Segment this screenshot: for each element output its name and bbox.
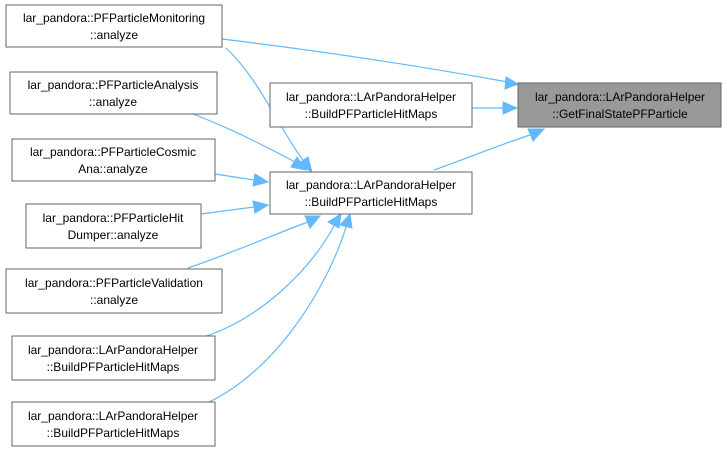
node-label-line-1: lar_pandora::PFParticleHit [43,211,184,225]
node-label-line-2: Ana::analyze [78,162,148,176]
node-label-line-1: lar_pandora::PFParticleCosmic [30,145,196,159]
node-label-line-2: ::analyze [89,95,137,109]
node-box [9,71,218,115]
node-label-line-2: ::BuildPFParticleHitMaps [305,195,438,209]
node-label-line-2: ::analyze [90,28,138,42]
arrowhead-build-l2-to-build-mid [339,212,353,229]
arrowhead-monitoring-to-getfinal [504,76,520,90]
node-label-line-2: ::BuildPFParticleHitMaps [305,107,438,121]
edges [187,38,546,405]
node-label-line-1: lar_pandora::LArPandoraHelper [535,90,705,104]
edge-build-l2-to-build-mid [204,226,347,405]
arrowhead-hitdumper-to-build-mid [252,200,270,214]
arrowhead-validation-to-build-mid [304,215,322,229]
node-label-line-2: ::GetFinalStatePFParticle [552,107,688,121]
node-box [5,268,223,314]
arrowhead-analysis-to-build-mid [290,156,308,171]
nodes: lar_pandora::LArPandoraHelper ::GetFinal… [5,4,722,447]
arrowhead-cosmic-to-build-mid [252,173,270,187]
node-label-line-1: lar_pandora::LArPandoraHelper [286,90,456,104]
edge-validation-to-build-mid [187,221,309,269]
node-build-pfparticle-hitmaps-mid[interactable]: lar_pandora::LArPandoraHelper ::BuildPFP… [269,171,473,215]
node-box [25,203,202,249]
node-pfparticle-analysis-analyze[interactable]: lar_pandora::PFParticleAnalysis ::analyz… [9,71,218,115]
edge-cosmic-to-build-mid [214,173,255,181]
arrowhead-build-l1-to-build-mid [327,213,342,229]
node-label-line-1: lar_pandora::PFParticleAnalysis [28,78,199,92]
node-pfparticle-validation-analyze[interactable]: lar_pandora::PFParticleValidation ::anal… [5,268,223,314]
arrowhead-build-mid-to-getfinal [527,128,546,142]
node-build-pfparticle-hitmaps-lower-1[interactable]: lar_pandora::LArPandoraHelper ::BuildPFP… [11,335,216,381]
node-build-pfparticle-hitmaps-lower-2[interactable]: lar_pandora::LArPandoraHelper ::BuildPFP… [11,401,216,447]
node-label-line-1: lar_pandora::LArPandoraHelper [28,409,198,423]
edge-monitoring-to-getfinal [221,38,509,83]
node-box [5,4,223,48]
node-box [269,171,473,215]
node-get-final-state-pfparticle[interactable]: lar_pandora::LArPandoraHelper ::GetFinal… [517,82,722,128]
node-pfparticle-hit-dumper-analyze[interactable]: lar_pandora::PFParticleHit Dumper::analy… [25,203,202,249]
node-label-line-2: ::BuildPFParticleHitMaps [47,426,180,440]
edge-build-mid-to-getfinal [433,134,531,171]
edge-hitdumper-to-build-mid [200,206,255,215]
node-label-line-2: Dumper::analyze [68,228,159,242]
node-box [269,82,473,128]
node-label-line-1: lar_pandora::LArPandoraHelper [286,178,456,192]
node-box [11,138,216,182]
node-box [11,401,216,447]
edge-build-l1-to-build-mid [199,225,335,339]
node-pfparticle-monitoring-analyze[interactable]: lar_pandora::PFParticleMonitoring ::anal… [5,4,223,48]
node-box [11,335,216,381]
node-label-line-2: ::analyze [90,293,138,307]
node-label-line-1: lar_pandora::PFParticleValidation [25,276,203,290]
node-label-line-1: lar_pandora::PFParticleMonitoring [23,11,205,25]
edge-monitoring-to-build-mid [225,47,304,161]
node-build-pfparticle-hitmaps-top[interactable]: lar_pandora::LArPandoraHelper ::BuildPFP… [269,82,473,128]
node-pfparticle-cosmic-ana-analyze[interactable]: lar_pandora::PFParticleCosmic Ana::analy… [11,138,216,182]
arrowhead-build-top-to-getfinal [502,101,519,115]
node-label-line-2: ::BuildPFParticleHitMaps [47,360,180,374]
edge-analysis-to-build-mid [187,111,296,163]
node-label-line-1: lar_pandora::LArPandoraHelper [28,343,198,357]
node-box [517,82,722,128]
